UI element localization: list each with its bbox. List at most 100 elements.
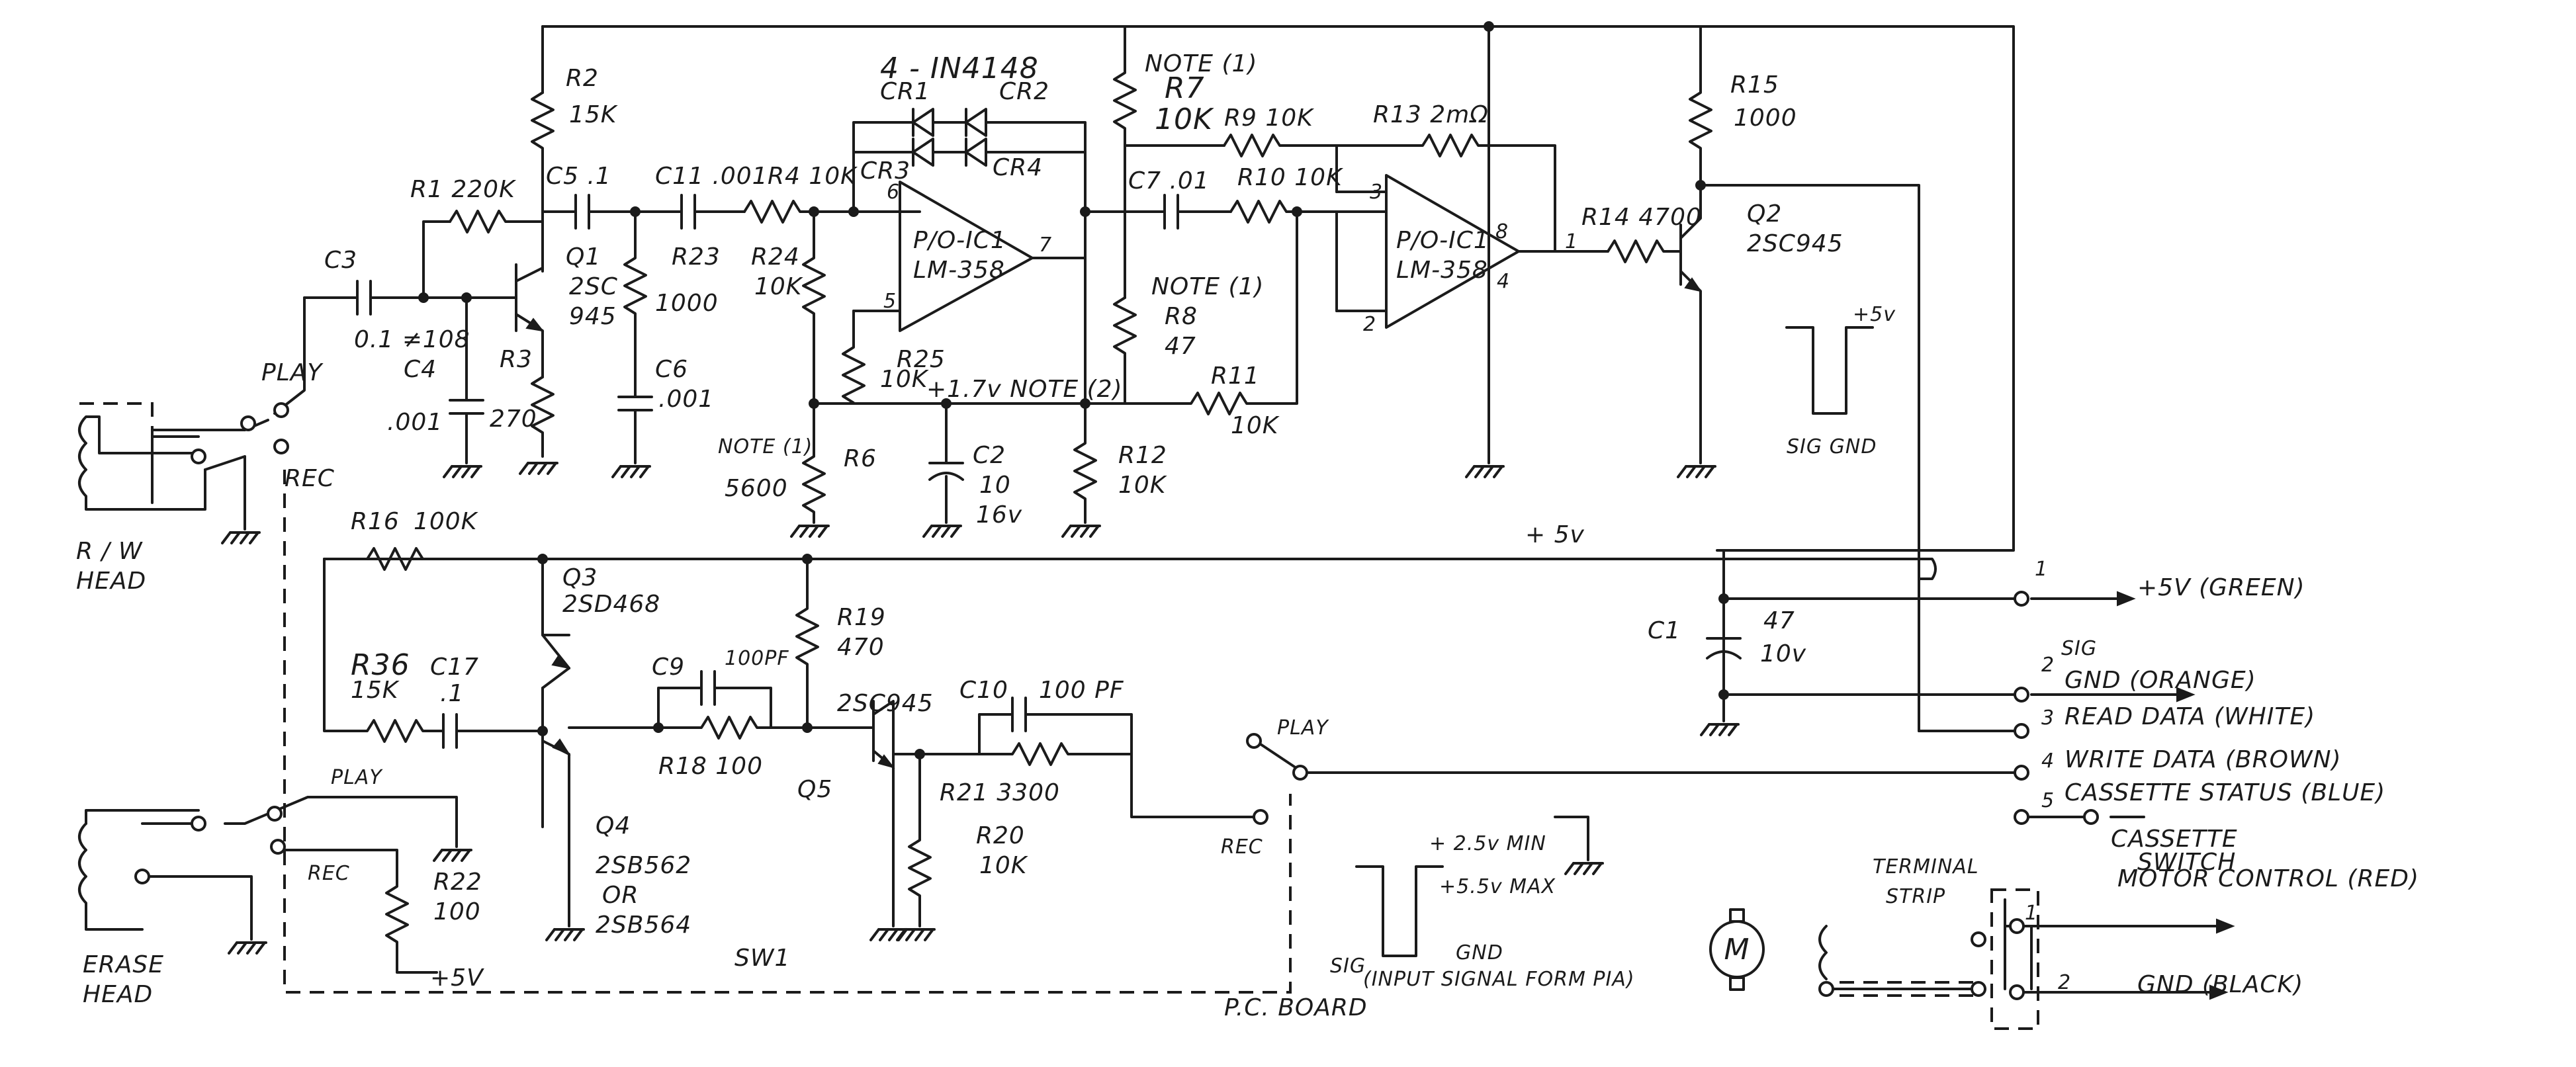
connector-labels: 1 +5V (GREEN) 2 SIG GND (ORANGE) 3 READ … <box>2023 558 2419 1000</box>
ic1b-pin2: 2 <box>1363 313 1376 336</box>
r6-note: NOTE (1) <box>718 435 813 458</box>
pin-4-num: 4 <box>2041 749 2055 773</box>
r19-value: 470 <box>837 634 885 661</box>
plus5-top: +5v <box>1853 303 1896 326</box>
erase-head-label2: HEAD <box>83 981 153 1008</box>
c4-value: .001 <box>387 409 443 436</box>
r1-label: R1 220K <box>410 176 516 203</box>
r16-label: R16 <box>351 508 400 535</box>
c3-value: 0.1 ≠108 <box>354 326 470 353</box>
cr1-label: CR1 <box>880 78 930 105</box>
pin-2-label: GND (ORANGE) <box>2065 667 2256 694</box>
plus5-main: + 5v <box>1525 521 1585 548</box>
r25-label: R25 <box>897 346 946 373</box>
rw-head-label2: HEAD <box>76 568 146 595</box>
cr3-label: CR3 <box>860 157 910 185</box>
r6-value: 5600 <box>725 475 788 502</box>
pin-5-label: CASSETTE STATUS (BLUE) <box>2065 779 2385 806</box>
voltage-min: + 2.5v MIN <box>1429 832 1546 855</box>
r22-label: R22 <box>433 869 482 896</box>
r11-value: 10K <box>1231 412 1280 439</box>
erase-head-label: ERASE <box>83 951 164 978</box>
input-signal-label: (INPUT SIGNAL FORM PIA) <box>1363 968 1635 991</box>
ic1b-label: P/O-IC1 <box>1396 227 1489 254</box>
component-labels: R2 15K R1 220K C5 .1 C11 .001 R4 10K 4 -… <box>76 50 2238 1021</box>
play-label-2: PLAY <box>331 766 383 789</box>
ic1a-label: P/O-IC1 <box>913 227 1006 254</box>
c10-label: C10 <box>959 677 1008 704</box>
diode-bank-label: 4 - IN4148 <box>880 52 1039 85</box>
connector-pads <box>134 402 2099 1000</box>
q2-label: Q2 <box>1747 200 1782 228</box>
r16-value: 100K <box>414 508 478 535</box>
ic1b-pin4: 4 <box>1497 270 1510 293</box>
ic1b-type: LM-358 <box>1396 257 1488 284</box>
r20-label: R20 <box>976 822 1025 849</box>
r8-value: 47 <box>1165 333 1196 360</box>
r22-value: 100 <box>433 898 481 925</box>
ic1a-pin7: 7 <box>1039 234 1052 257</box>
r15-value: 1000 <box>1734 105 1797 132</box>
q5-label: Q5 <box>797 776 832 803</box>
sw1-label: SW1 <box>734 945 790 972</box>
c6-label: C6 <box>655 356 688 383</box>
c5-label: C5 .1 <box>546 163 611 190</box>
r23-value: 1000 <box>655 290 719 317</box>
gnd-bottom: GND <box>1456 941 1503 964</box>
q1-type: 2SC <box>569 273 618 300</box>
pin-1-label: +5V (GREEN) <box>2137 574 2305 601</box>
cassette-switch-label: CASSETTE <box>2111 826 2238 853</box>
r24-value: 10K <box>754 273 803 300</box>
pin-3-num: 3 <box>2041 706 2055 730</box>
r12-label: R12 <box>1118 442 1167 469</box>
ic1a-pin5: 5 <box>883 290 897 313</box>
r8-label: R8 <box>1165 303 1198 330</box>
q5-type: 2SC945 <box>837 690 934 717</box>
q2-type: 2SC945 <box>1747 230 1843 257</box>
r25-value: 10K <box>880 366 929 393</box>
pin-3-label: READ DATA (WHITE) <box>2065 703 2315 730</box>
r3-label: R3 <box>500 346 533 373</box>
plus5-r22: +5V <box>430 964 484 992</box>
sig-bottom: SIG <box>1330 955 1366 978</box>
q1-label: Q1 <box>566 243 601 271</box>
ic1a-type: LM-358 <box>913 257 1005 284</box>
c4-label: C4 <box>404 356 437 383</box>
c10-value: 100 PF <box>1039 677 1124 704</box>
cassette-switch-label2: SWITCH <box>2137 849 2236 876</box>
c3-label: C3 <box>324 247 357 274</box>
play-label-3: PLAY <box>1277 716 1329 740</box>
pin-5-num: 5 <box>2041 789 2055 812</box>
q1-type2: 945 <box>569 303 617 330</box>
cr2-label: CR2 <box>999 78 1049 105</box>
motor-label: M <box>1724 933 1750 966</box>
r3-value: 270 <box>490 405 537 433</box>
r18-label: R18 100 <box>658 753 763 780</box>
ic1a-pin6: 6 <box>887 181 900 204</box>
pc-board-label: P.C. BOARD <box>1224 994 1368 1021</box>
q3-type: 2SD468 <box>562 591 660 618</box>
c2-value: 10 <box>979 472 1011 499</box>
r9-label: R9 10K <box>1224 105 1314 132</box>
r7-note: NOTE (1) <box>1145 50 1257 77</box>
rec-label-1: REC <box>285 465 335 492</box>
rec-label-2: REC <box>308 862 350 885</box>
terminal-pin-2-num: 2 <box>2058 971 2071 994</box>
r2-label: R2 <box>566 65 599 92</box>
c6-value: .001 <box>658 386 714 413</box>
q4-type: 2SB562 <box>596 852 691 879</box>
r7-label: R7 <box>1165 71 1205 105</box>
ic1b-pin8: 8 <box>1495 220 1509 243</box>
r7-value: 10K <box>1155 103 1214 136</box>
q4-type3: 2SB564 <box>596 912 691 939</box>
r21-label: R21 3300 <box>940 779 1060 806</box>
r15-label: R15 <box>1730 71 1779 99</box>
r23-label: R23 <box>672 243 721 271</box>
bias-voltage: +1.7v NOTE (2) <box>926 376 1123 403</box>
r24-label: R24 <box>751 243 800 271</box>
r12-value: 10K <box>1118 472 1167 499</box>
r6-label: R6 <box>844 445 877 472</box>
c17-value: .1 <box>440 680 464 707</box>
terminal-pin-1-num: 1 <box>2025 902 2038 925</box>
c1-value2: 10v <box>1760 640 1806 667</box>
